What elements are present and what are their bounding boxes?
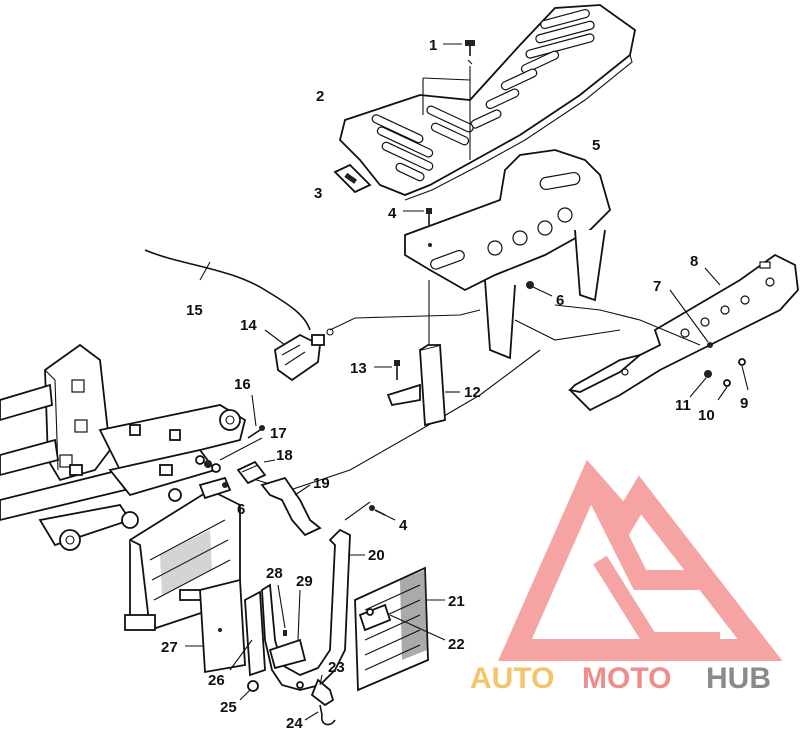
- part-6-nut: [526, 281, 534, 289]
- frame-assembly: [0, 343, 247, 551]
- watermark-hub: HUB: [706, 662, 771, 695]
- watermark-auto: AUTO: [470, 662, 554, 695]
- callout-13: 13: [350, 360, 367, 377]
- part-22-emblem: [358, 603, 392, 632]
- mount-line: [422, 77, 471, 81]
- callout-28: 28: [266, 565, 283, 582]
- callout-19: 19: [313, 475, 330, 492]
- leader-19: [294, 484, 311, 496]
- leader-18: [263, 459, 276, 463]
- mount-line: [554, 304, 701, 346]
- part-28-29-hardware: [268, 630, 307, 670]
- leader-8: [704, 267, 721, 286]
- callout-4-lower: 4: [399, 517, 408, 534]
- callout-17: 17: [270, 425, 287, 442]
- part-4-bolt-lower: [369, 505, 386, 516]
- part-1-bolt: [465, 40, 475, 65]
- part-17-fasteners: [195, 455, 221, 473]
- callout-9: 9: [740, 395, 748, 412]
- part-18-connector: [236, 460, 267, 485]
- bumper-hardware: [704, 342, 746, 387]
- part-20-frame-bar: [261, 528, 351, 691]
- leader-6a: [532, 286, 553, 297]
- leader-17: [219, 437, 263, 461]
- callout-20: 20: [368, 547, 385, 564]
- leader-7: [669, 289, 709, 343]
- part-13-bolt: [394, 360, 400, 380]
- mount-line: [344, 501, 371, 521]
- leader-28: [277, 584, 286, 629]
- callout-labels: 1 2 3 4 5 6 7 8 9 10 11 12 13 14 15 16 1…: [161, 37, 748, 732]
- part-5-plate: [404, 149, 612, 360]
- callout-3: 3: [314, 185, 322, 202]
- callout-12: 12: [464, 384, 481, 401]
- part-14-light: [274, 328, 334, 382]
- part-21-grille: [354, 566, 429, 692]
- leader-22: [389, 614, 446, 641]
- callout-4-top: 4: [388, 205, 397, 222]
- leader-10: [717, 386, 728, 401]
- watermark-text: AUTO MOTO HUB: [470, 662, 771, 695]
- callout-7: 7: [653, 278, 661, 295]
- part-15-wire: [144, 249, 311, 331]
- leader-14: [264, 329, 286, 346]
- callout-8: 8: [690, 253, 698, 270]
- leader-23: [319, 674, 323, 686]
- callout-15: 15: [186, 302, 203, 319]
- callout-1: 1: [429, 37, 437, 54]
- callout-27: 27: [161, 639, 178, 656]
- part-2-rack: [339, 4, 636, 201]
- part-27-plate: [199, 578, 246, 674]
- callout-21: 21: [448, 593, 465, 610]
- callout-24: 24: [286, 715, 303, 732]
- part-12-bracket: [386, 343, 446, 427]
- part-25-nut: [247, 680, 259, 692]
- part-4-bolt-top: [426, 208, 432, 225]
- callout-29: 29: [296, 573, 313, 590]
- leader-15: [199, 261, 211, 281]
- callout-5: 5: [592, 137, 600, 154]
- callout-14: 14: [240, 317, 257, 334]
- leader-9: [741, 365, 749, 391]
- callout-10: 10: [698, 407, 715, 424]
- part-26-bracket: [244, 590, 266, 677]
- part-6-nut-lower: [222, 482, 228, 488]
- mount-line: [514, 319, 621, 341]
- leader-29: [297, 589, 301, 641]
- part-16-bolt: [247, 425, 265, 439]
- part-19-hose: [260, 476, 322, 537]
- leader-11: [689, 377, 707, 398]
- part-24-hook: [296, 678, 336, 726]
- callout-6-top: 6: [556, 292, 564, 309]
- callout-16: 16: [234, 376, 251, 393]
- watermark-logo: [498, 459, 783, 661]
- leader-26: [229, 639, 253, 671]
- part-8-bumper: [568, 253, 799, 412]
- callout-26: 26: [208, 672, 225, 689]
- callout-2: 2: [316, 88, 324, 105]
- watermark-moto: MOTO: [582, 662, 671, 695]
- callout-25: 25: [220, 699, 237, 716]
- callout-6-lower: 6: [237, 501, 245, 518]
- leader-16: [251, 394, 257, 427]
- leader-25: [239, 689, 251, 701]
- mount-line: [329, 309, 481, 331]
- part-3-plate: [333, 163, 372, 194]
- leader-24: [304, 711, 319, 721]
- callout-22: 22: [448, 636, 465, 653]
- rack-slots: [371, 8, 595, 182]
- callout-18: 18: [276, 447, 293, 464]
- leader-4b: [384, 514, 396, 521]
- callout-11: 11: [675, 397, 691, 414]
- callout-23: 23: [328, 659, 345, 676]
